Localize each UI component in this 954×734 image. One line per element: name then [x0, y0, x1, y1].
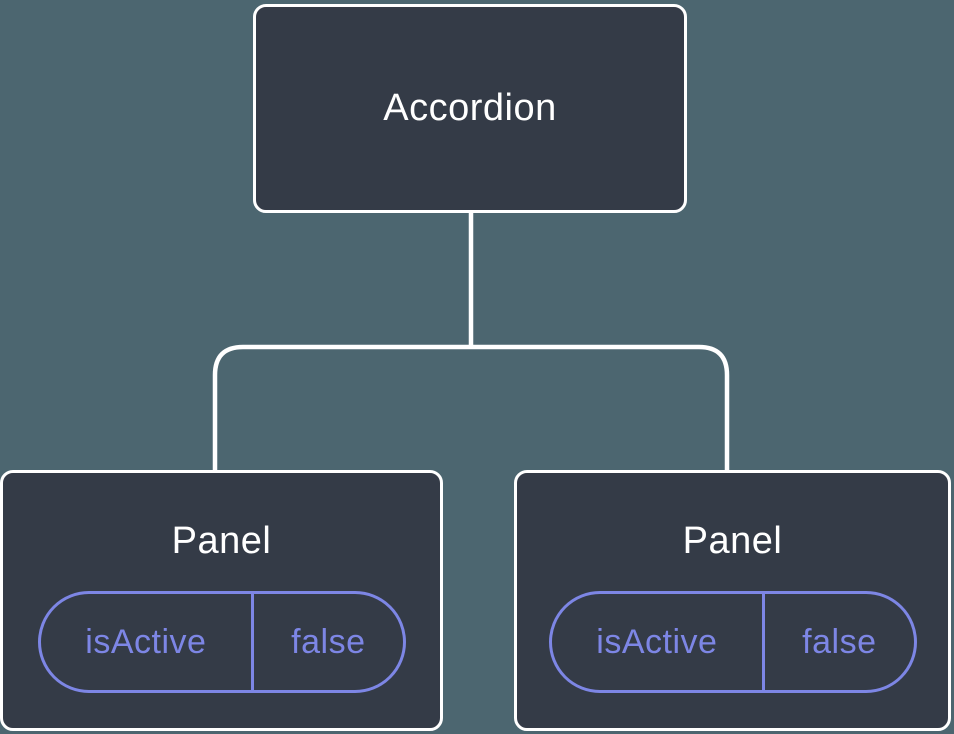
node-accordion: Accordion [253, 4, 687, 213]
node-panel-right: Panel isActive false [514, 470, 951, 731]
state-pill-right-name: isActive [596, 622, 718, 661]
state-pill-right: isActive false [548, 591, 917, 693]
connector-branch-bracket [212, 344, 730, 470]
state-pill-right-value: false [762, 594, 913, 690]
node-accordion-label: Accordion [383, 87, 557, 129]
node-panel-left: Panel isActive false [0, 470, 443, 731]
node-panel-right-label: Panel [682, 520, 783, 562]
node-panel-left-label: Panel [171, 520, 272, 562]
state-pill-left-value: false [251, 594, 402, 690]
state-pill-left-name: isActive [85, 622, 207, 661]
state-pill-left: isActive false [37, 591, 406, 693]
